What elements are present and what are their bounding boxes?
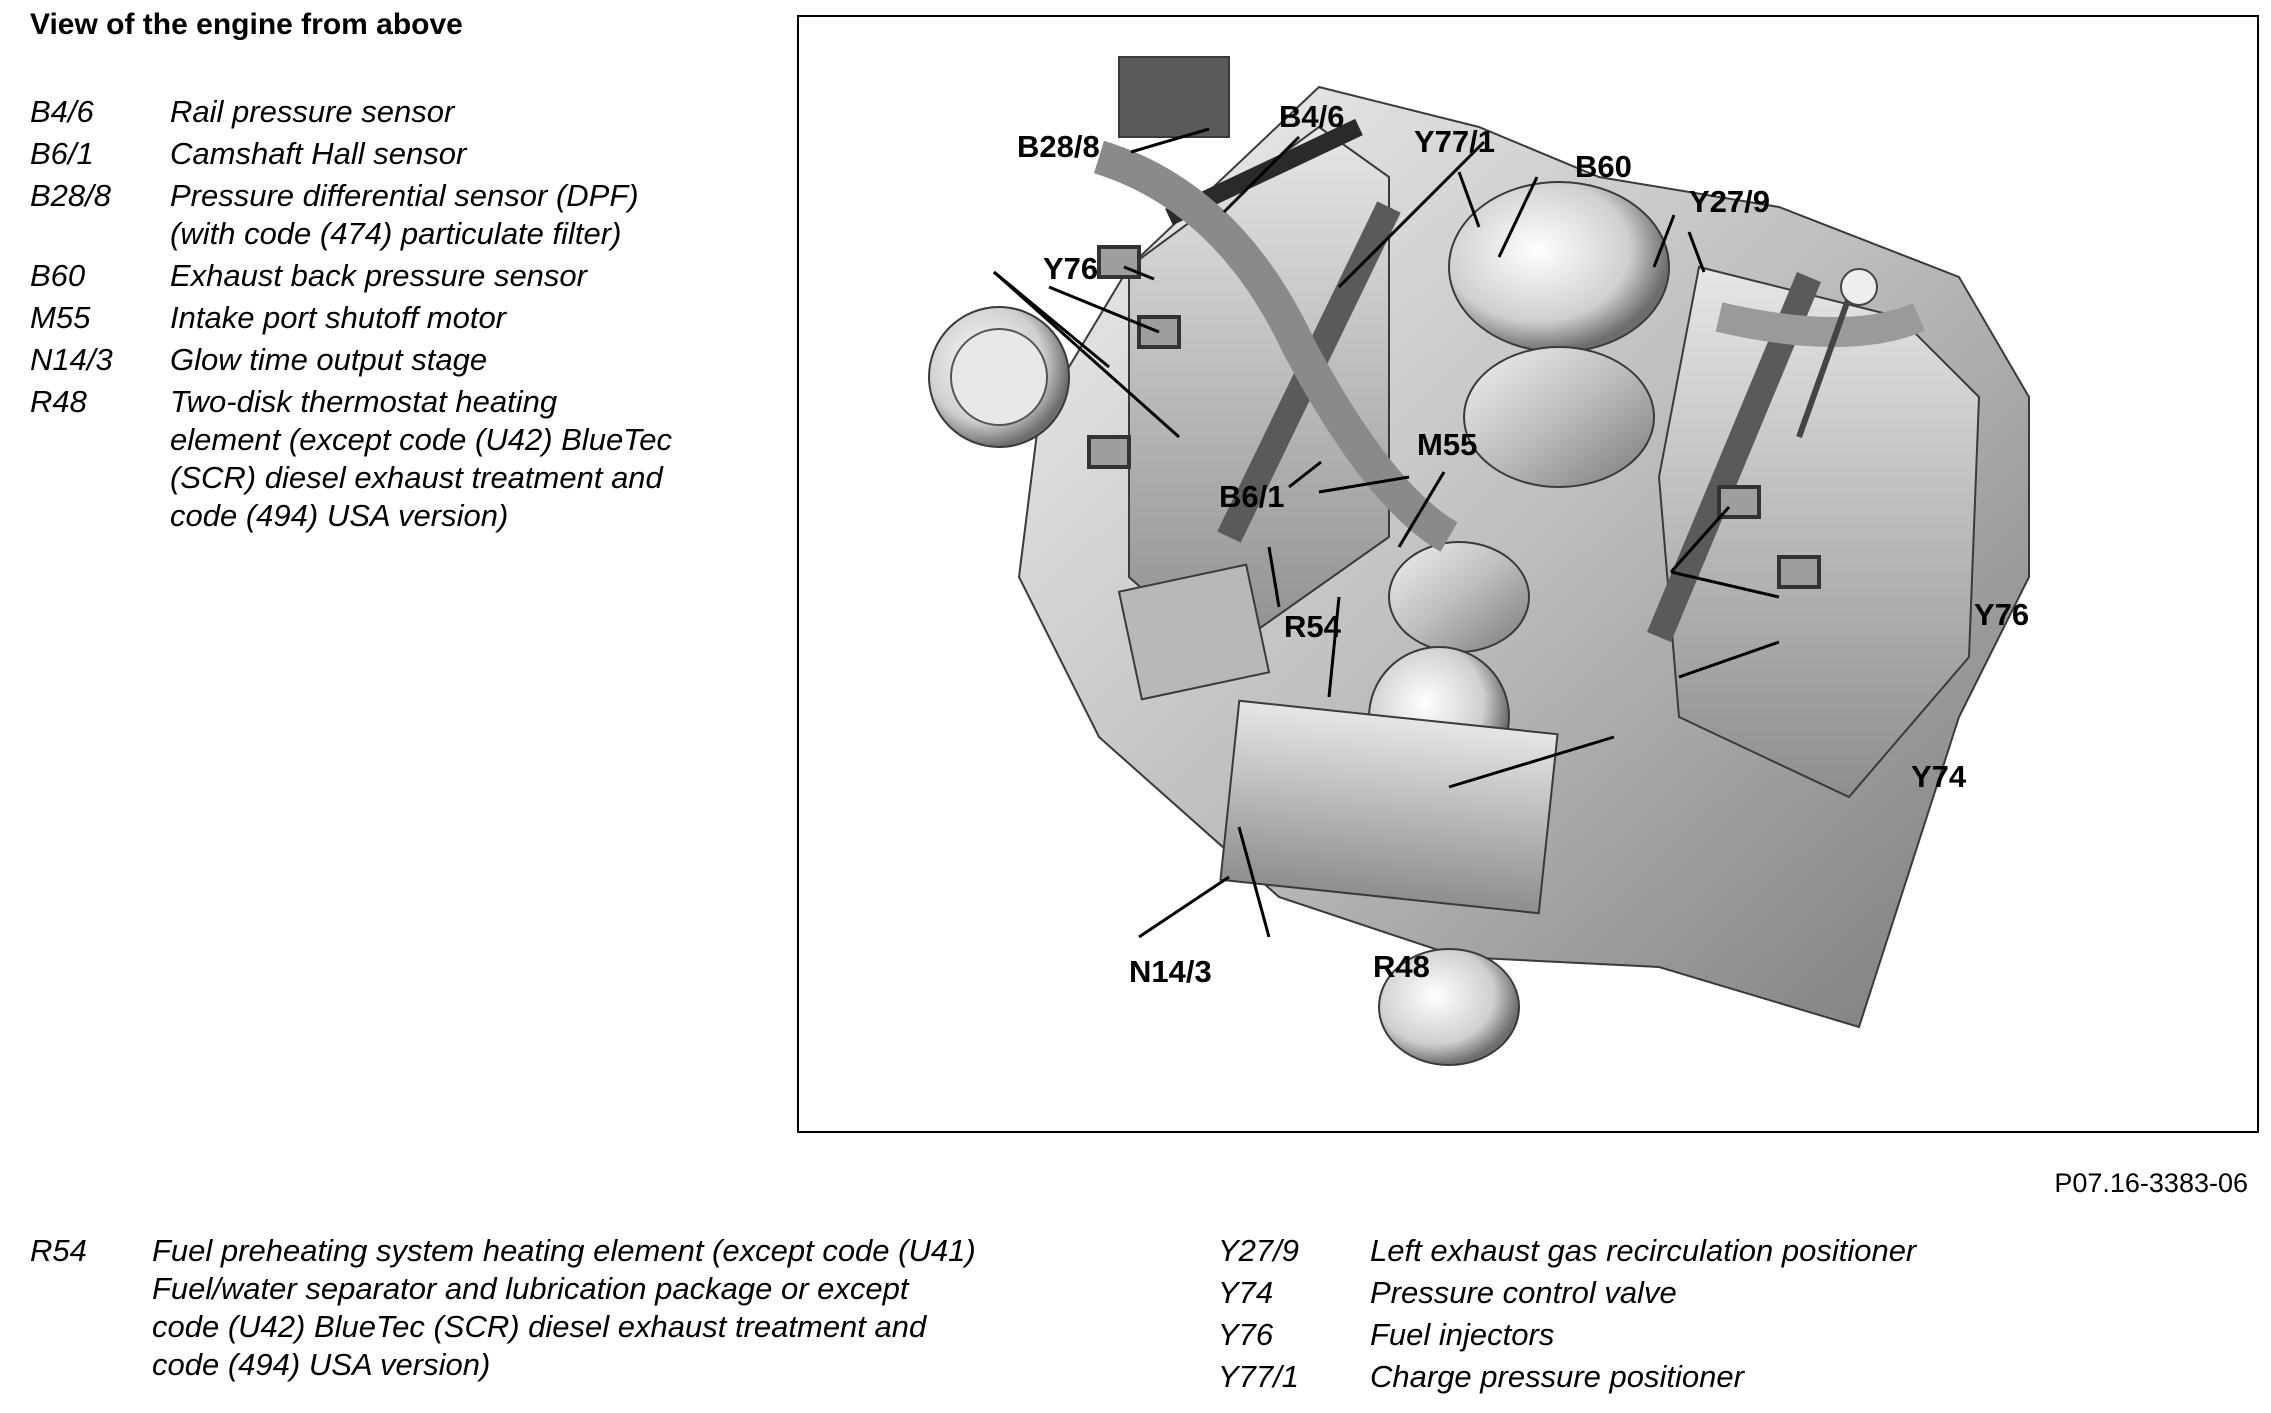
legend-top-entry: N14/3 Glow time output stage xyxy=(30,341,730,379)
legend-bottom-left-description-line: Fuel preheating system heating element (… xyxy=(152,1233,976,1268)
legend-top-entry: M55 Intake port shutoff motor xyxy=(30,299,730,337)
legend-top-entry: B6/1 Camshaft Hall sensor xyxy=(30,135,730,173)
callout-m55: M55 xyxy=(1417,427,1477,462)
legend-top-description-line: Exhaust back pressure sensor xyxy=(170,258,587,293)
legend-bottom-right-entry: Y76 Fuel injectors xyxy=(1218,1316,2218,1354)
legend-top-description-line: element (except code (U42) BlueTec xyxy=(170,422,673,457)
legend-top-description: Exhaust back pressure sensor xyxy=(170,257,730,295)
legend-bottom-right-description: Pressure control valve xyxy=(1370,1274,2218,1312)
legend-bottom-left-description: Fuel preheating system heating element (… xyxy=(152,1232,1030,1384)
callout-y76-right: Y76 xyxy=(1974,597,2029,632)
callout-labels: B28/8 B4/6 Y77/1 B60 Y27/9 Y76 M55 B6/1 … xyxy=(1017,99,2029,989)
callout-y27-9: Y27/9 xyxy=(1689,184,1770,219)
callout-y77-1: Y77/1 xyxy=(1414,124,1495,159)
engine-figure-frame: B28/8 B4/6 Y77/1 B60 Y27/9 Y76 M55 B6/1 … xyxy=(797,15,2259,1133)
callout-n14-3: N14/3 xyxy=(1129,954,1212,989)
legend-bottom-left-description-line: Fuel/water separator and lubrication pac… xyxy=(152,1271,909,1306)
legend-bottom-right-description: Fuel injectors xyxy=(1370,1316,2218,1354)
legend-bottom-right-description: Charge pressure positioner xyxy=(1370,1358,2218,1396)
legend-top-description-line: (with code (474) particulate filter) xyxy=(170,216,622,251)
callout-r54: R54 xyxy=(1284,609,1342,644)
legend-bottom-left-code: R54 xyxy=(30,1233,87,1268)
legend-bottom-right-entry: Y77/1 Charge pressure positioner xyxy=(1218,1358,2218,1396)
legend-top-entry: B4/6 Rail pressure sensor xyxy=(30,93,730,131)
callout-lines xyxy=(993,127,1780,939)
legend-top-description: Glow time output stage xyxy=(170,341,730,379)
legend-top-description-line: Camshaft Hall sensor xyxy=(170,136,467,171)
callout-b28-8: B28/8 xyxy=(1017,129,1100,164)
page-title: View of the engine from above xyxy=(30,8,463,41)
legend-top-description: Rail pressure sensor xyxy=(170,93,730,131)
legend-top-description-line: Intake port shutoff motor xyxy=(170,300,507,335)
legend-top-code: B4/6 xyxy=(30,94,94,129)
legend-top-description-line: Glow time output stage xyxy=(170,342,488,377)
engine-body xyxy=(928,56,2030,1066)
legend-bottom-left-description-line: code (U42) BlueTec (SCR) diesel exhaust … xyxy=(152,1309,927,1344)
legend-top-description-line: code (494) USA version) xyxy=(170,498,509,533)
legend-bottom-left-entry: R54 Fuel preheating system heating elemen… xyxy=(30,1232,1030,1384)
legend-bottom-right-code: Y76 xyxy=(1218,1317,1274,1352)
callout-b6-1: B6/1 xyxy=(1219,479,1284,514)
legend-bottom-right-description-line: Left exhaust gas recirculation positione… xyxy=(1370,1233,1917,1268)
legend-top-code: M55 xyxy=(30,300,91,335)
legend-top-code: B60 xyxy=(30,258,86,293)
legend-bottom-right-code: Y77/1 xyxy=(1218,1359,1300,1394)
legend-bottom-right-code: Y74 xyxy=(1218,1275,1274,1310)
legend-bottom-right-entry: Y27/9 Left exhaust gas recirculation posi… xyxy=(1218,1232,2218,1270)
legend-bottom-right-description-line: Pressure control valve xyxy=(1370,1275,1677,1310)
legend-top-description: Pressure differential sensor (DPF)(with … xyxy=(170,177,730,253)
legend-bottom-left: R54 Fuel preheating system heating elemen… xyxy=(30,1232,1030,1384)
legend-bottom-right-entry: Y74 Pressure control valve xyxy=(1218,1274,2218,1312)
legend-top-description-line: Rail pressure sensor xyxy=(170,94,455,129)
callout-b60: B60 xyxy=(1575,149,1632,184)
callout-r48: R48 xyxy=(1373,949,1430,984)
legend-top-code: N14/3 xyxy=(30,342,113,377)
legend-bottom-right-description-line: Charge pressure positioner xyxy=(1370,1359,1744,1394)
legend-top-entry: B28/8 Pressure differential sensor (DPF)(… xyxy=(30,177,730,253)
legend-top-description-line: Pressure differential sensor (DPF) xyxy=(170,178,639,213)
legend-top-description: Intake port shutoff motor xyxy=(170,299,730,337)
callout-b4-6: B4/6 xyxy=(1279,99,1344,134)
legend-bottom-right-description-line: Fuel injectors xyxy=(1370,1317,1555,1352)
legend-top-description: Camshaft Hall sensor xyxy=(170,135,730,173)
legend-top-code: B6/1 xyxy=(30,136,94,171)
engine-illustration: B28/8 B4/6 Y77/1 B60 Y27/9 Y76 M55 B6/1 … xyxy=(928,56,2030,1066)
legend-top-entry: B60 Exhaust back pressure sensor xyxy=(30,257,730,295)
legend-bottom-right-description: Left exhaust gas recirculation positione… xyxy=(1370,1232,2218,1270)
legend-top-description-line: (SCR) diesel exhaust treatment and xyxy=(170,460,663,495)
figure-reference: P07.16-3383-06 xyxy=(2054,1168,2248,1198)
legend-top-code: B28/8 xyxy=(30,178,112,213)
callout-y76-left: Y76 xyxy=(1043,251,1098,286)
legend-top-description-line: Two-disk thermostat heating xyxy=(170,384,558,419)
legend-bottom-right: Y27/9 Left exhaust gas recirculation posi… xyxy=(1218,1232,2218,1400)
legend-bottom-left-description-line: code (494) USA version) xyxy=(152,1347,491,1382)
legend-bottom-right-code: Y27/9 xyxy=(1218,1233,1300,1268)
callout-y74: Y74 xyxy=(1911,759,1967,794)
legend-top-code: R48 xyxy=(30,384,87,419)
